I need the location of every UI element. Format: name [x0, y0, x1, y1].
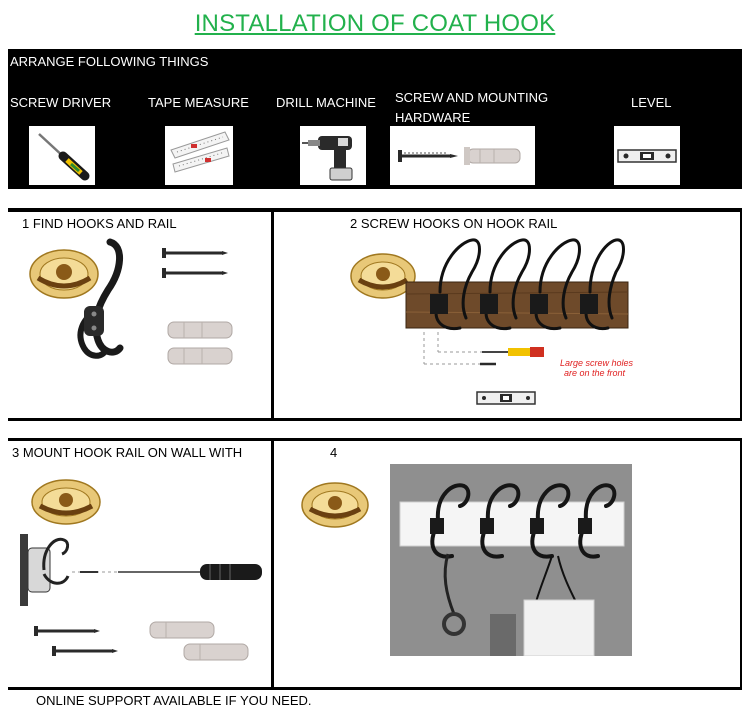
level-illustration [476, 390, 536, 406]
brand-seal-logo [296, 475, 374, 535]
tool-label-drill: DRILL MACHINE [276, 95, 376, 110]
arrange-heading: ARRANGE FOLLOWING THINGS [10, 54, 209, 69]
wall-mount-illustration [14, 530, 264, 610]
tape-measure-icon [165, 126, 233, 185]
divider [740, 208, 742, 420]
page-title: INSTALLATION OF COAT HOOK [194, 10, 556, 37]
brand-seal-logo [26, 472, 106, 532]
divider [8, 687, 742, 690]
screws-illustration [32, 622, 122, 662]
wall-anchors-illustration [148, 618, 258, 666]
divider [271, 438, 274, 690]
footer-support-text: ONLINE SUPPORT AVAILABLE IF YOU NEED. [36, 693, 312, 708]
wall-anchors-illustration [164, 318, 236, 370]
hook-rail-illustration [400, 232, 632, 342]
screw-hole-note: Large screw holes are on the front [560, 358, 680, 388]
step-1-label: 1 FIND HOOKS AND RAIL [22, 216, 177, 231]
screw-hole-note-line1: Large screw holes [560, 358, 634, 368]
brand-seal-logo [24, 242, 104, 306]
step-4-label: 4 [330, 445, 338, 460]
drill-icon [300, 126, 366, 185]
divider [8, 418, 742, 421]
screws-illustration [160, 242, 230, 286]
tool-label-screw-hardware-1: SCREW AND MOUNTING [395, 90, 549, 105]
coat-hook-illustration [62, 230, 132, 370]
screwdriver-icon [29, 126, 95, 185]
divider [740, 438, 742, 690]
tool-label-tape-measure: TAPE MEASURE [148, 95, 249, 110]
mounted-rack-photo [390, 464, 632, 656]
rail-screw-guide [418, 330, 558, 410]
tool-label-level: LEVEL [631, 95, 672, 110]
divider [8, 438, 742, 441]
divider [271, 208, 274, 420]
screw-anchor-icon [390, 126, 535, 185]
brand-seal-logo [345, 246, 421, 306]
screw-hole-note-line2: are on the front [564, 368, 626, 378]
tool-label-screw-hardware-2: HARDWARE [395, 110, 471, 125]
step-2-label: 2 SCREW HOOKS ON HOOK RAIL [350, 216, 558, 231]
divider [8, 208, 742, 212]
tools-band: ARRANGE FOLLOWING THINGS SCREW DRIVER TA… [8, 49, 742, 189]
level-icon [614, 126, 680, 185]
step-3-label: 3 MOUNT HOOK RAIL ON WALL WITH [12, 445, 243, 460]
tool-label-screwdriver: SCREW DRIVER [10, 95, 112, 110]
